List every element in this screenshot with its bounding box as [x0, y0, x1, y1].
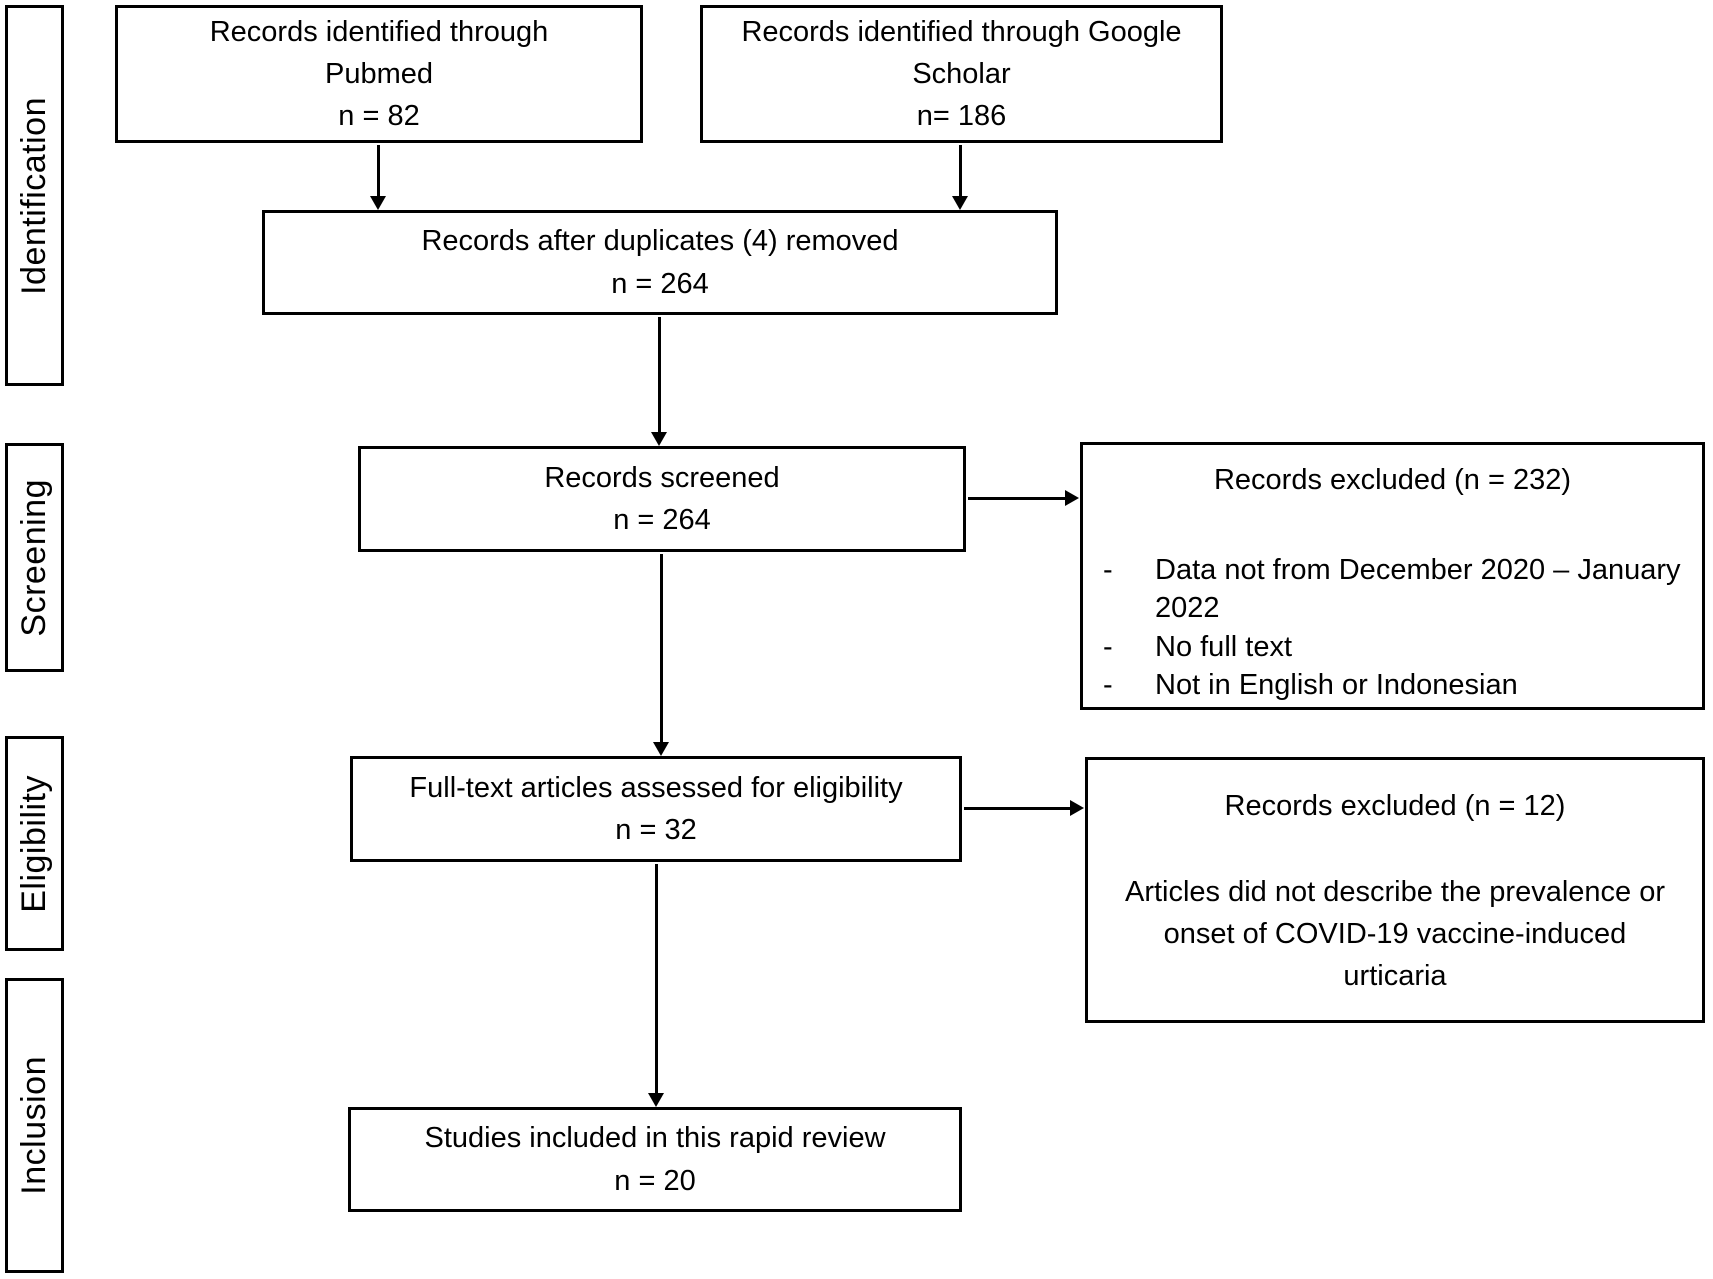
- exclusion-reason-item: - Data not from December 2020 – January …: [1103, 551, 1682, 628]
- box-excluded-screening-bullets: - Data not from December 2020 – January …: [1103, 551, 1682, 704]
- box-excluded-screening-title: Records excluded (n = 232): [1213, 464, 1572, 496]
- box-records-google-scholar: Records identified through Google Schola…: [700, 5, 1223, 143]
- box-records-pubmed-line1: Records identified through: [209, 15, 549, 48]
- box-records-google-scholar-count: n= 186: [916, 100, 1007, 133]
- box-records-google-scholar-line1: Records identified through Google: [741, 15, 1182, 48]
- bullet-marker: -: [1103, 668, 1113, 701]
- box-fulltext-assessed: Full-text articles assessed for eligibil…: [350, 756, 962, 862]
- arrow-google-to-duplicates: [952, 145, 968, 210]
- box-records-screened: Records screened n = 264: [358, 446, 966, 552]
- arrow-fulltext-to-excluded: [964, 800, 1084, 816]
- box-records-pubmed-line2: Pubmed: [324, 57, 433, 90]
- box-excluded-eligibility-reason: Articles did not describe the prevalence…: [1124, 875, 1665, 993]
- arrow-duplicates-to-screened: [651, 317, 667, 446]
- stage-label-eligibility-text: Eligibility: [15, 774, 53, 913]
- box-fulltext-assessed-line1: Full-text articles assessed for eligibil…: [409, 771, 903, 804]
- stage-label-inclusion: Inclusion: [5, 978, 64, 1273]
- stage-label-screening-text: Screening: [15, 478, 53, 637]
- arrow-screened-to-excluded: [968, 490, 1079, 506]
- stage-label-identification-text: Identification: [15, 96, 53, 295]
- box-duplicates-removed: Records after duplicates (4) removed n =…: [262, 210, 1058, 315]
- bullet-marker: -: [1103, 554, 1113, 587]
- box-records-google-scholar-line2: Scholar: [912, 57, 1011, 90]
- stage-label-inclusion-text: Inclusion: [15, 1056, 53, 1195]
- box-records-screened-count: n = 264: [613, 504, 711, 536]
- box-records-pubmed-count: n = 82: [338, 100, 420, 133]
- box-duplicates-removed-count: n = 264: [611, 267, 709, 300]
- arrow-fulltext-to-included: [648, 864, 664, 1107]
- exclusion-reason-text: No full text: [1155, 630, 1292, 663]
- box-records-pubmed: Records identified through Pubmed n = 82: [115, 5, 643, 143]
- exclusion-reason-item: - Not in English or Indonesian: [1103, 666, 1682, 704]
- box-studies-included: Studies included in this rapid review n …: [348, 1107, 962, 1212]
- spacer: [1108, 827, 1682, 871]
- arrow-pubmed-to-duplicates: [370, 145, 386, 210]
- box-studies-included-line1: Studies included in this rapid review: [424, 1122, 886, 1155]
- box-records-screened-line1: Records screened: [544, 461, 780, 494]
- box-excluded-eligibility-title: Records excluded (n = 12): [1224, 789, 1566, 822]
- stage-label-eligibility: Eligibility: [5, 736, 64, 951]
- box-fulltext-assessed-count: n = 32: [615, 814, 697, 846]
- box-studies-included-count: n = 20: [614, 1164, 696, 1197]
- stage-label-screening: Screening: [5, 443, 64, 672]
- box-excluded-eligibility: Records excluded (n = 12) Articles did n…: [1085, 757, 1705, 1023]
- exclusion-reason-text: Data not from December 2020 – January 20…: [1155, 554, 1681, 625]
- exclusion-reason-item: - No full text: [1103, 628, 1682, 666]
- bullet-marker: -: [1103, 630, 1113, 663]
- box-excluded-screening: Records excluded (n = 232) - Data not fr…: [1080, 442, 1705, 710]
- stage-label-identification: Identification: [5, 5, 64, 386]
- arrow-screened-to-fulltext: [653, 554, 669, 756]
- spacer: [1103, 501, 1682, 551]
- exclusion-reason-text: Not in English or Indonesian: [1155, 668, 1518, 701]
- box-duplicates-removed-line1: Records after duplicates (4) removed: [421, 225, 899, 258]
